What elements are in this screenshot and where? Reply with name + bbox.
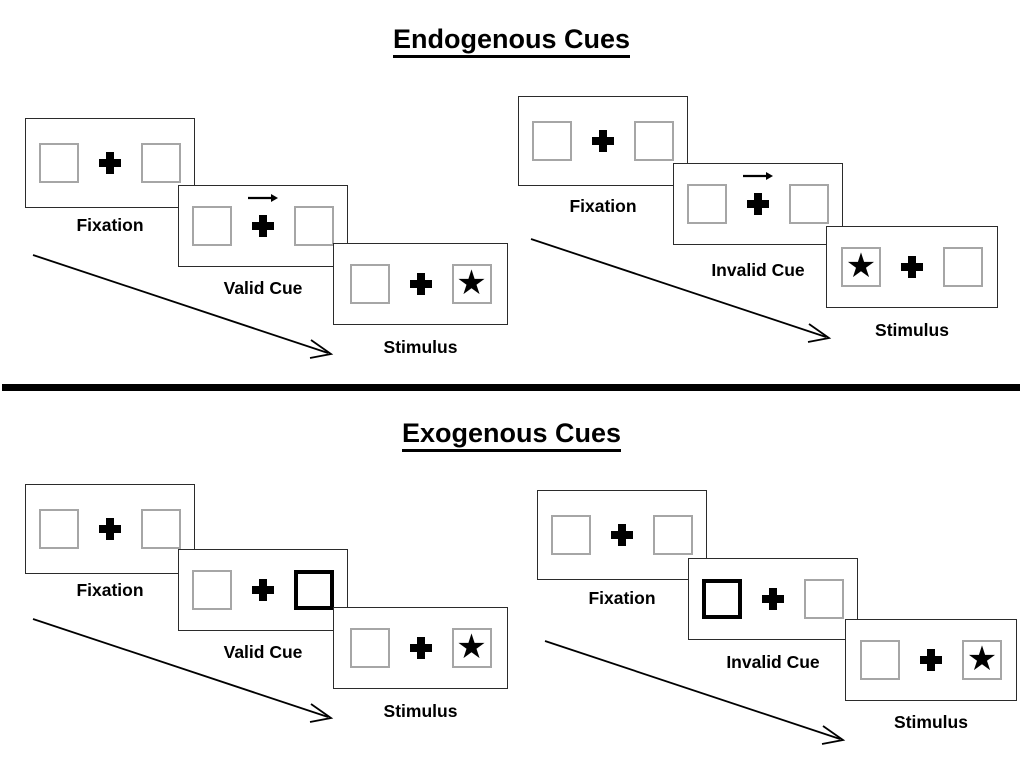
left-box: ★ (841, 247, 881, 287)
fixation-cross-icon (97, 509, 123, 549)
panel-label-endogenous-valid-cue: Valid Cue (223, 278, 303, 298)
panel-label-exogenous-invalid-cue: Invalid Cue (726, 652, 820, 672)
left-box: ★ (702, 579, 742, 619)
fixation-cross-icon (743, 172, 773, 224)
stimulus-display: ★ ★ (39, 509, 181, 549)
panel-label-endogenous-valid-fixation: Fixation (76, 215, 144, 235)
panel-endogenous-invalid-fixation: ★ ★ (518, 96, 688, 186)
panel-exogenous-valid-cue: ★ ★ (178, 549, 348, 631)
fixation-cross-icon (248, 194, 278, 246)
panel-label-exogenous-invalid-fixation: Fixation (588, 588, 656, 608)
star-icon: ★ (456, 628, 487, 666)
fixation-cross-icon (590, 121, 616, 161)
section-title-text: Endogenous Cues (392, 24, 630, 58)
right-box: ★ (294, 206, 334, 246)
left-box: ★ (532, 121, 572, 161)
stimulus-display: ★ ★ (551, 515, 693, 555)
panel-exogenous-invalid-cue: ★ ★ (688, 558, 858, 640)
fixation-cross-icon (899, 247, 925, 287)
left-box: ★ (192, 206, 232, 246)
right-box: ★ (962, 640, 1002, 680)
panel-label-exogenous-valid-stimulus: Stimulus (383, 701, 458, 721)
stimulus-display: ★ ★ (192, 194, 334, 246)
fixation-cross-icon (408, 628, 434, 668)
panel-exogenous-valid-fixation: ★ ★ (25, 484, 195, 574)
left-box: ★ (39, 509, 79, 549)
stimulus-display: ★ ★ (702, 579, 844, 619)
left-box: ★ (551, 515, 591, 555)
stimulus-display: ★ ★ (349, 264, 492, 304)
star-icon: ★ (456, 264, 487, 302)
right-box: ★ (804, 579, 844, 619)
left-box: ★ (192, 570, 232, 610)
panel-label-endogenous-invalid-fixation: Fixation (569, 196, 637, 216)
panel-endogenous-invalid-cue: ★ ★ (673, 163, 843, 245)
star-icon: ★ (966, 640, 998, 678)
panel-exogenous-invalid-stimulus: ★ ★ (845, 619, 1017, 701)
panel-label-exogenous-invalid-stimulus: Stimulus (894, 712, 968, 732)
panel-endogenous-valid-cue: ★ ★ (178, 185, 348, 267)
right-box: ★ (451, 628, 492, 668)
stimulus-display: ★ ★ (841, 247, 983, 287)
time-arrow-endogenous-invalid (530, 238, 832, 343)
panel-endogenous-valid-stimulus: ★ ★ (333, 243, 508, 325)
right-box: ★ (141, 143, 181, 183)
panel-endogenous-valid-fixation: ★ ★ (25, 118, 195, 208)
stimulus-display: ★ ★ (39, 143, 181, 183)
section-divider (2, 384, 1020, 391)
right-box: ★ (141, 509, 181, 549)
page-title-exogenous: Exogenous Cues (0, 418, 1023, 452)
stimulus-display: ★ ★ (192, 570, 334, 610)
right-box: ★ (294, 570, 334, 610)
stimulus-display: ★ ★ (349, 628, 492, 668)
right-box: ★ (943, 247, 983, 287)
fixation-cross-icon (760, 579, 786, 619)
fixation-cross-icon (250, 570, 276, 610)
left-box: ★ (349, 264, 390, 304)
panel-label-endogenous-invalid-stimulus: Stimulus (875, 320, 949, 340)
cue-arrow-icon (743, 172, 773, 180)
right-box: ★ (634, 121, 674, 161)
panel-label-exogenous-valid-cue: Valid Cue (223, 642, 303, 662)
panel-endogenous-invalid-stimulus: ★ ★ (826, 226, 998, 308)
left-box: ★ (349, 628, 390, 668)
panel-label-endogenous-valid-stimulus: Stimulus (383, 337, 458, 357)
right-box: ★ (451, 264, 492, 304)
panel-label-endogenous-invalid-cue: Invalid Cue (711, 260, 805, 280)
left-box: ★ (39, 143, 79, 183)
fixation-cross-icon (97, 143, 123, 183)
star-icon: ★ (845, 247, 877, 285)
cue-arrow-icon (248, 194, 278, 202)
left-box: ★ (687, 184, 727, 224)
fixation-cross-icon (408, 264, 434, 304)
section-title-text: Exogenous Cues (401, 418, 622, 452)
right-box: ★ (789, 184, 829, 224)
fixation-cross-icon (609, 515, 635, 555)
panel-exogenous-valid-stimulus: ★ ★ (333, 607, 508, 689)
fixation-cross-icon (918, 640, 944, 680)
panel-exogenous-invalid-fixation: ★ ★ (537, 490, 707, 580)
panel-label-exogenous-valid-fixation: Fixation (76, 580, 144, 600)
left-box: ★ (860, 640, 900, 680)
stimulus-display: ★ ★ (687, 172, 829, 224)
right-box: ★ (653, 515, 693, 555)
page-title-endogenous: Endogenous Cues (0, 24, 1023, 58)
stimulus-display: ★ ★ (860, 640, 1002, 680)
stimulus-display: ★ ★ (532, 121, 674, 161)
